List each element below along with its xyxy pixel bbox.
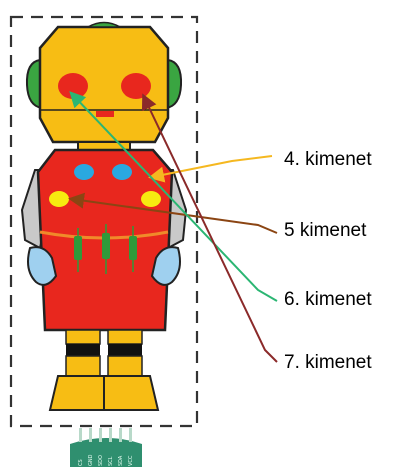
dashed-board-outline (9, 15, 199, 428)
pin-header-connector: CS GND SDO SCL SDA VCC (70, 428, 142, 467)
right-hand (150, 246, 181, 286)
left-blue-eye-led (74, 164, 94, 180)
left-hand (27, 246, 58, 286)
head-top-green (85, 21, 123, 28)
robot-head (38, 25, 170, 144)
green-led-column-2 (102, 224, 110, 274)
output-label-7: 7. kimenet (284, 352, 372, 373)
output-label-5: 5 kimenet (284, 220, 367, 241)
left-yellow-chest-led (49, 191, 69, 207)
header-pins (79, 428, 132, 442)
left-ear (25, 58, 44, 110)
right-red-eye-led (121, 73, 151, 99)
pin-label: SDO (98, 455, 104, 466)
left-leg (48, 329, 105, 411)
connector-line-output-6 (69, 91, 278, 302)
pin-label: SCL (108, 456, 114, 466)
pin-label: GND (88, 454, 94, 466)
connector-line-output-7 (141, 93, 278, 363)
right-leg (103, 329, 160, 411)
pin-label: CS (78, 459, 84, 466)
right-blue-eye-led (112, 164, 132, 180)
connector-line-output-5 (68, 192, 278, 234)
right-yellow-chest-led (141, 191, 161, 207)
right-ear (164, 58, 183, 110)
pin-label: VCC (128, 455, 134, 466)
mouth (96, 111, 114, 117)
pin-label: SDA (118, 455, 124, 466)
green-led-column-1 (74, 228, 82, 272)
connector-line-output-4 (148, 155, 273, 183)
green-led-column-3 (129, 226, 137, 272)
output-label-6: 6. kimenet (284, 289, 372, 310)
output-label-4: 4. kimenet (284, 149, 372, 170)
